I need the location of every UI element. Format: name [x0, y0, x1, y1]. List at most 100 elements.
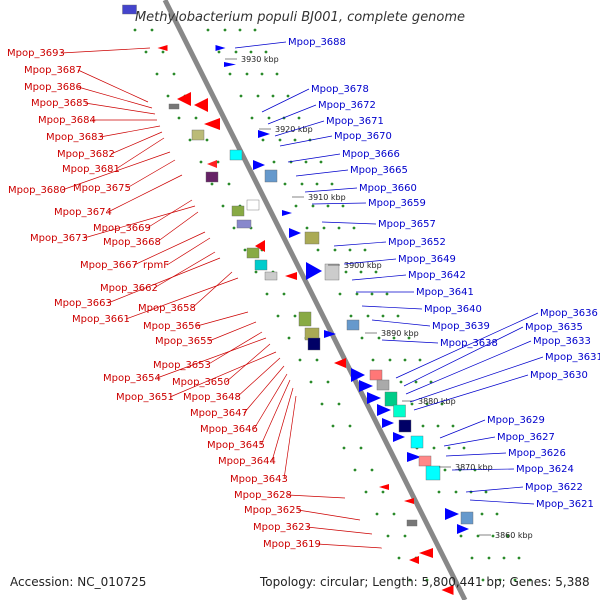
- track-dot: [300, 182, 304, 186]
- track-dot: [386, 534, 390, 538]
- track-dot: [267, 116, 271, 120]
- scale-tick-label: 3910 kbp: [308, 193, 346, 202]
- leader-line-left: [146, 199, 193, 229]
- track-dot: [491, 534, 495, 538]
- gene-label-right: Mpop_3642: [408, 270, 466, 281]
- leader-line-right: [439, 419, 486, 439]
- gene-label-right: Mpop_3627: [497, 432, 555, 443]
- gene-block: [410, 435, 424, 449]
- leader-line-left: [253, 373, 288, 430]
- leader-line-right: [405, 340, 532, 395]
- track-dot: [370, 292, 374, 296]
- gene-label-right: Mpop_3640: [424, 304, 482, 315]
- gene-arrow-forward: [194, 98, 208, 112]
- gene-label-left: Mpop_3687: [24, 65, 82, 76]
- leader-line-right: [469, 499, 535, 505]
- track-dot: [293, 138, 297, 142]
- track-dot: [451, 424, 455, 428]
- leader-line-right: [267, 104, 317, 125]
- track-dot: [410, 402, 414, 406]
- gene-block: [246, 199, 260, 211]
- track-dot: [355, 292, 359, 296]
- track-dot: [421, 424, 425, 428]
- track-dot: [297, 116, 301, 120]
- track-dot: [403, 358, 407, 362]
- gene-block: [384, 391, 398, 407]
- track-dot: [294, 204, 298, 208]
- track-dot: [462, 446, 466, 450]
- leader-line-left: [283, 395, 297, 480]
- gene-label-right: Mpop_3622: [525, 482, 583, 493]
- gene-arrow-forward: [157, 45, 168, 51]
- track-dot: [353, 468, 357, 472]
- track-dot: [481, 578, 485, 582]
- track-dot: [469, 490, 473, 494]
- track-dot: [374, 270, 378, 274]
- leader-line-left: [60, 47, 151, 54]
- leader-line-left: [84, 102, 156, 115]
- track-dot: [234, 50, 238, 54]
- accession-label: Accession: NC_010725: [10, 575, 147, 589]
- track-dot: [425, 402, 429, 406]
- gene-block: [324, 263, 340, 281]
- gene-block: [231, 205, 245, 217]
- gene-label-right: Mpop_3665: [350, 165, 408, 176]
- leader-line-left: [156, 211, 199, 243]
- track-dot: [194, 116, 198, 120]
- track-dot: [436, 424, 440, 428]
- track-dot: [418, 358, 422, 362]
- gene-label-left: Mpop_3674: [54, 207, 112, 218]
- track-dot: [440, 402, 444, 406]
- gene-label-right: Mpop_3631: [545, 352, 600, 363]
- track-dot: [375, 512, 379, 516]
- leader-line-left: [225, 343, 271, 383]
- track-dot: [437, 490, 441, 494]
- track-dot: [319, 160, 323, 164]
- leader-line-left: [153, 251, 216, 289]
- gene-label-left: Mpop_3658: [138, 303, 196, 314]
- track-dot: [271, 94, 275, 98]
- gene-label-left: Mpop_3682: [57, 149, 115, 160]
- leader-line-left: [297, 509, 361, 521]
- leader-line-right: [279, 135, 333, 147]
- leader-line-right: [333, 241, 387, 247]
- gene-label-left: Mpop_3654: [103, 373, 161, 384]
- leader-line-right: [371, 319, 431, 327]
- track-dot: [320, 402, 324, 406]
- map-title: Methylobacterium populi BJ001, complete …: [134, 10, 466, 25]
- track-dot: [363, 248, 367, 252]
- gene-label-left: Mpop_3685: [31, 98, 89, 109]
- gene-label-left: Mpop_3681: [62, 164, 120, 175]
- gene-label-left: Mpop_3619: [263, 539, 321, 550]
- track-dot: [238, 28, 242, 32]
- leader-line-left: [77, 69, 149, 103]
- track-dot: [239, 94, 243, 98]
- gene-label-right: Mpop_3639: [432, 321, 490, 332]
- track-dot: [315, 358, 319, 362]
- gene-label-right: Mpop_3672: [318, 100, 376, 111]
- leader-line-left: [196, 311, 249, 327]
- gene-label-left: Mpop_3646: [200, 424, 258, 435]
- track-dot: [447, 446, 451, 450]
- track-dot: [337, 226, 341, 230]
- track-dot: [513, 578, 517, 582]
- track-dot: [396, 314, 400, 318]
- track-dot: [385, 292, 389, 296]
- gene-label-left: Mpop_3623: [253, 522, 311, 533]
- leader-line-left: [99, 125, 161, 138]
- leader-line-left: [115, 137, 165, 170]
- gene-label-left: Mpop_3645: [207, 440, 265, 451]
- gene-label-left: Mpop_3683: [46, 132, 104, 143]
- gene-arrow-reverse: [377, 404, 391, 416]
- track-dot: [272, 160, 276, 164]
- gene-arrow-forward: [419, 548, 433, 558]
- leader-line-right: [261, 88, 310, 113]
- leader-line-left: [125, 277, 239, 320]
- gene-block: [369, 369, 383, 381]
- leader-line-right: [361, 305, 423, 310]
- gene-arrow-forward: [207, 160, 217, 168]
- gene-label-right: Mpop_3659: [368, 198, 426, 209]
- track-dot: [172, 72, 176, 76]
- leader-line-left: [126, 159, 176, 189]
- track-dot: [245, 72, 249, 76]
